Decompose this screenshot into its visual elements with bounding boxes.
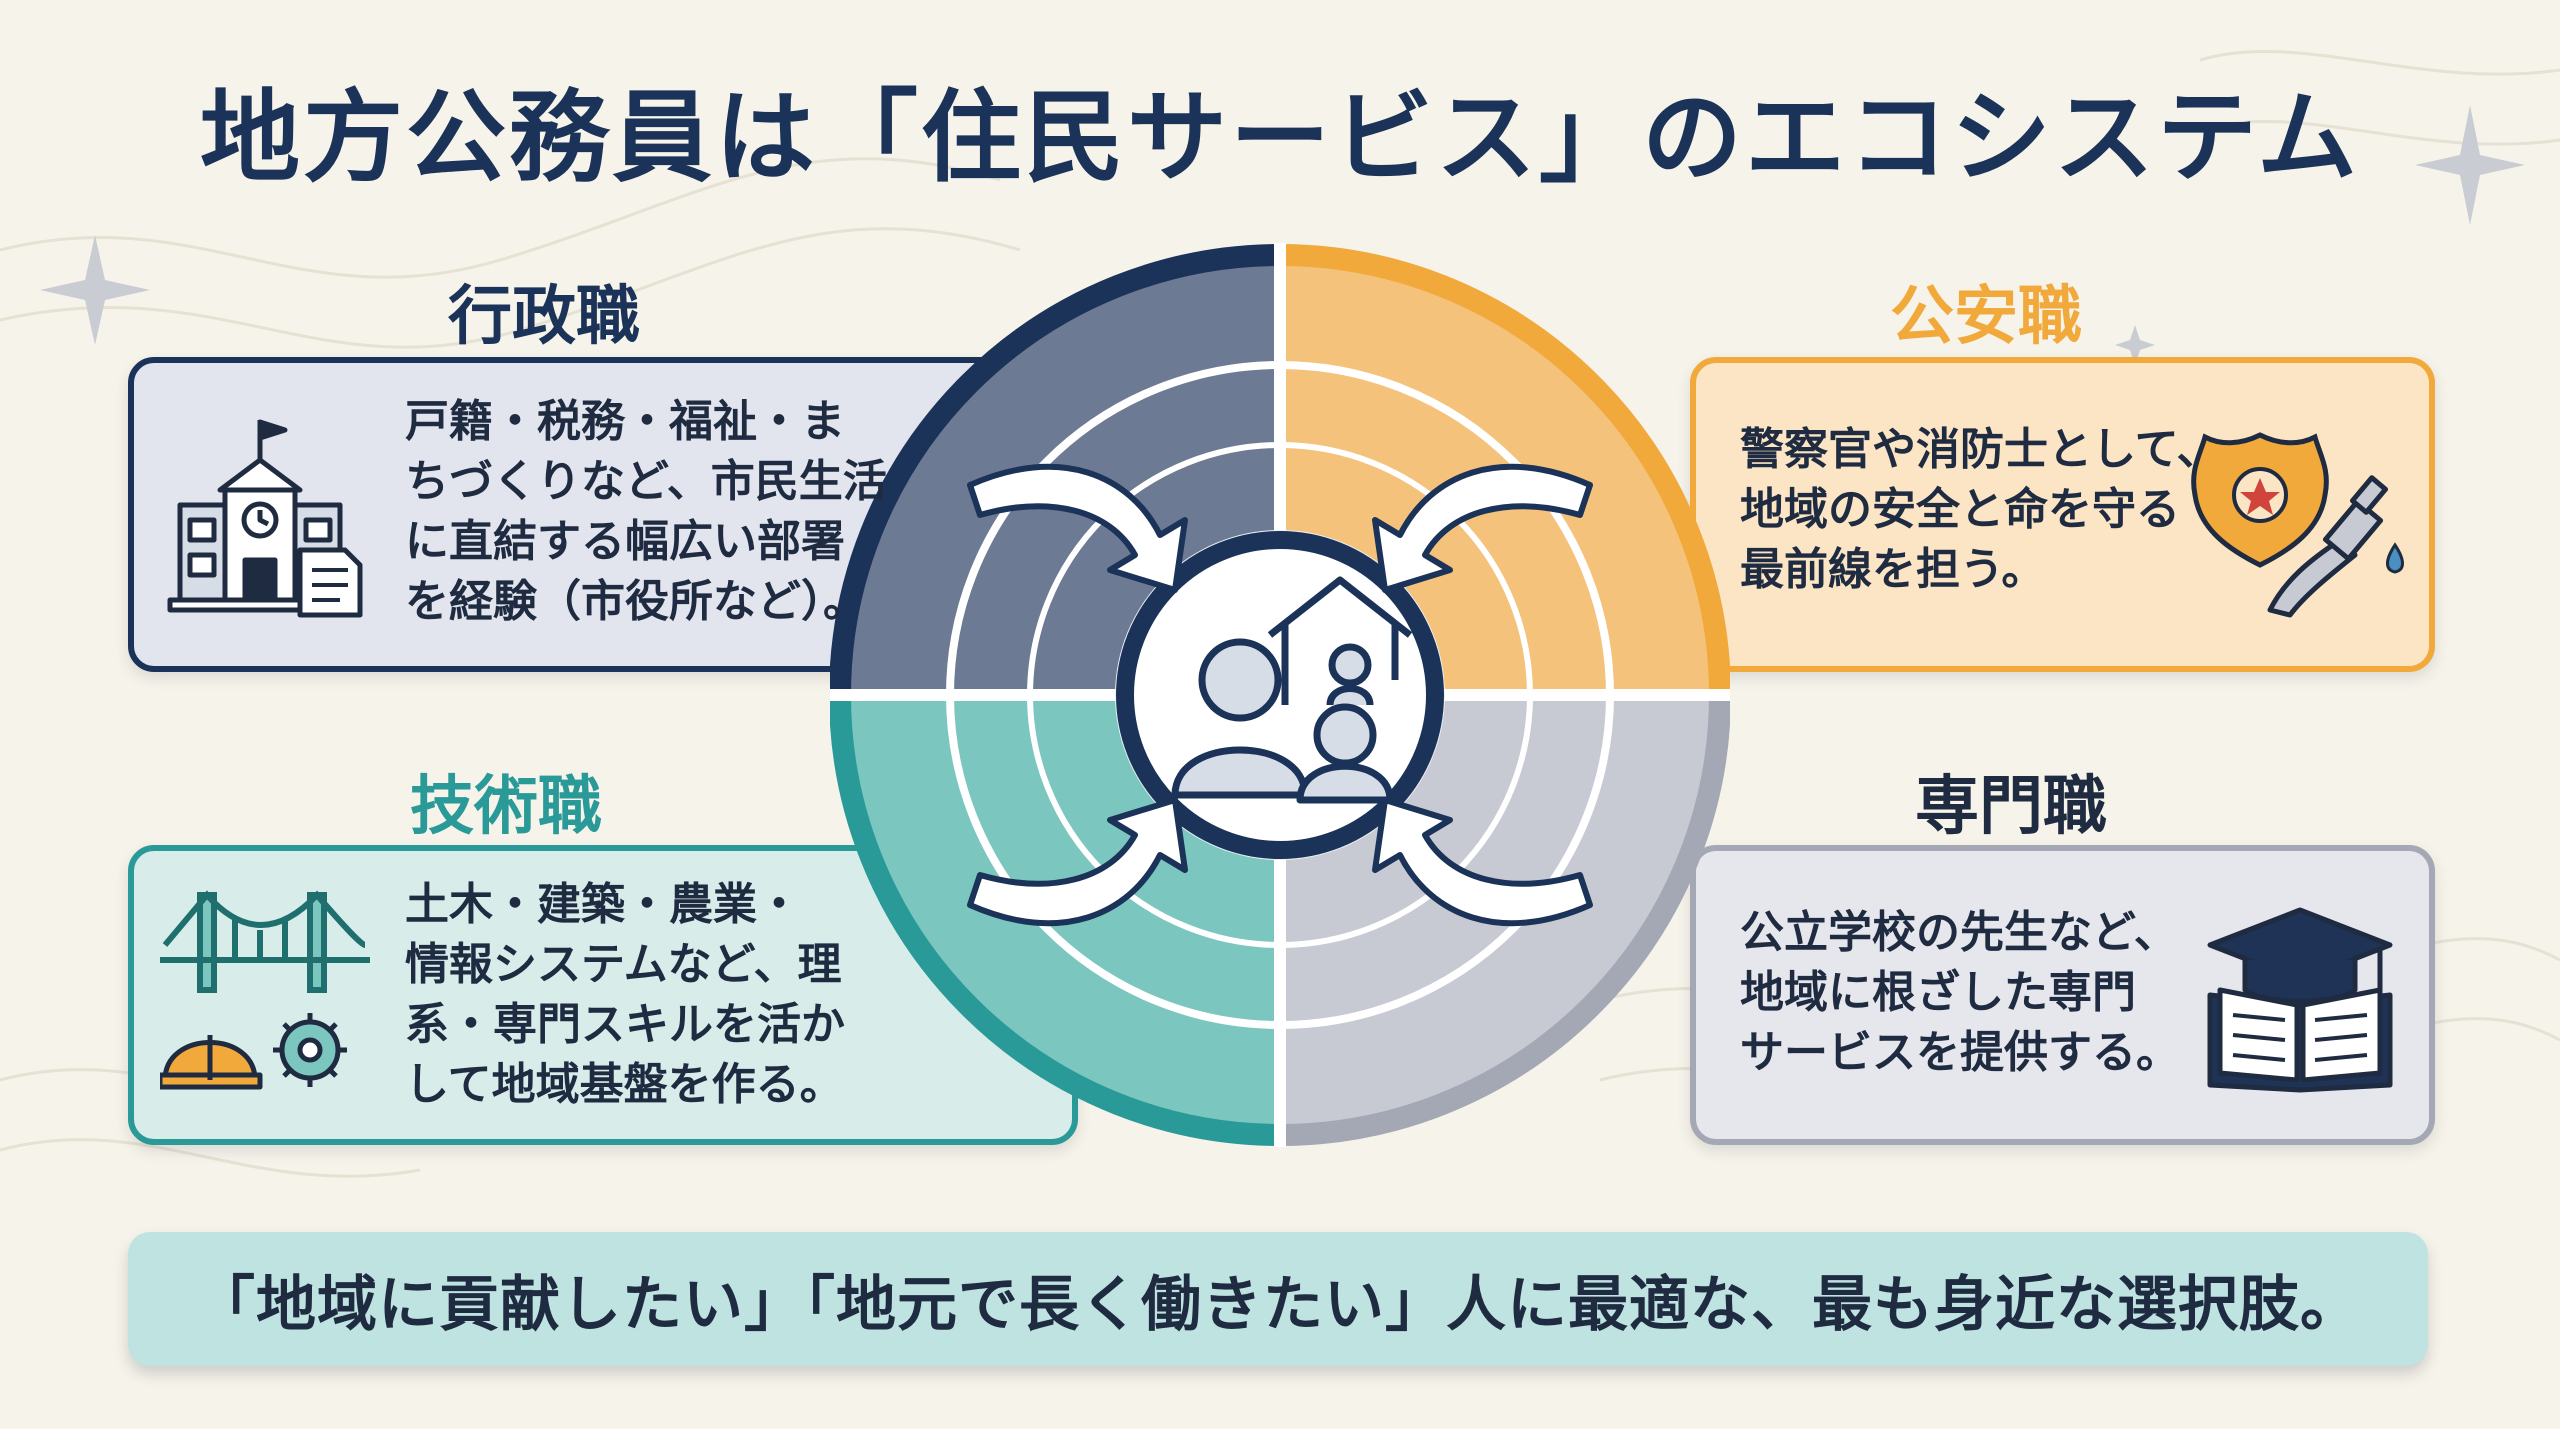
footer-banner: 「地域に貢献したい」「地元で長く働きたい」人に最適な、最も身近な選択肢。	[128, 1232, 2428, 1366]
footer-text: 「地域に貢献したい」「地元で長く働きたい」人に最適な、最も身近な選択肢。	[195, 1269, 2361, 1340]
sparkle-icon	[40, 105, 2525, 365]
police-badge-fire-hose-icon	[2191, 432, 2404, 618]
category-title-gijutsu: 技術職	[410, 770, 602, 844]
residents-home-icon	[1171, 576, 1413, 804]
graduation-book-icon	[2207, 907, 2393, 1093]
category-title-koan: 公安職	[1890, 280, 2082, 354]
city-hall-icon	[167, 419, 363, 618]
description-gyosei: 戸籍・税務・福祉・ま ちづくりなど、市民生活 に直結する幅広い部署 を経験（市役…	[405, 396, 887, 627]
arrow-icon	[967, 463, 1593, 927]
page-title: 地方公務員は「住民サービス」のエコシステム	[200, 79, 2360, 196]
bridge-helmet-gear-icon	[160, 890, 370, 1090]
description-gijutsu: 土木・建築・農業・ 情報システムなど、理 系・専門スキルを活か して地域基盤を作…	[405, 879, 845, 1110]
description-koan: 警察官や消防士として、 地域の安全と命を守る 最前線を担う。	[1740, 424, 2221, 595]
category-title-gyosei: 行政職	[448, 280, 640, 354]
category-title-senmon: 専門職	[1915, 770, 2107, 844]
description-senmon: 公立学校の先生など、 地域に根ざした専門 サービスを提供する。	[1740, 907, 2180, 1078]
ecosystem-diagram	[830, 243, 1730, 1147]
